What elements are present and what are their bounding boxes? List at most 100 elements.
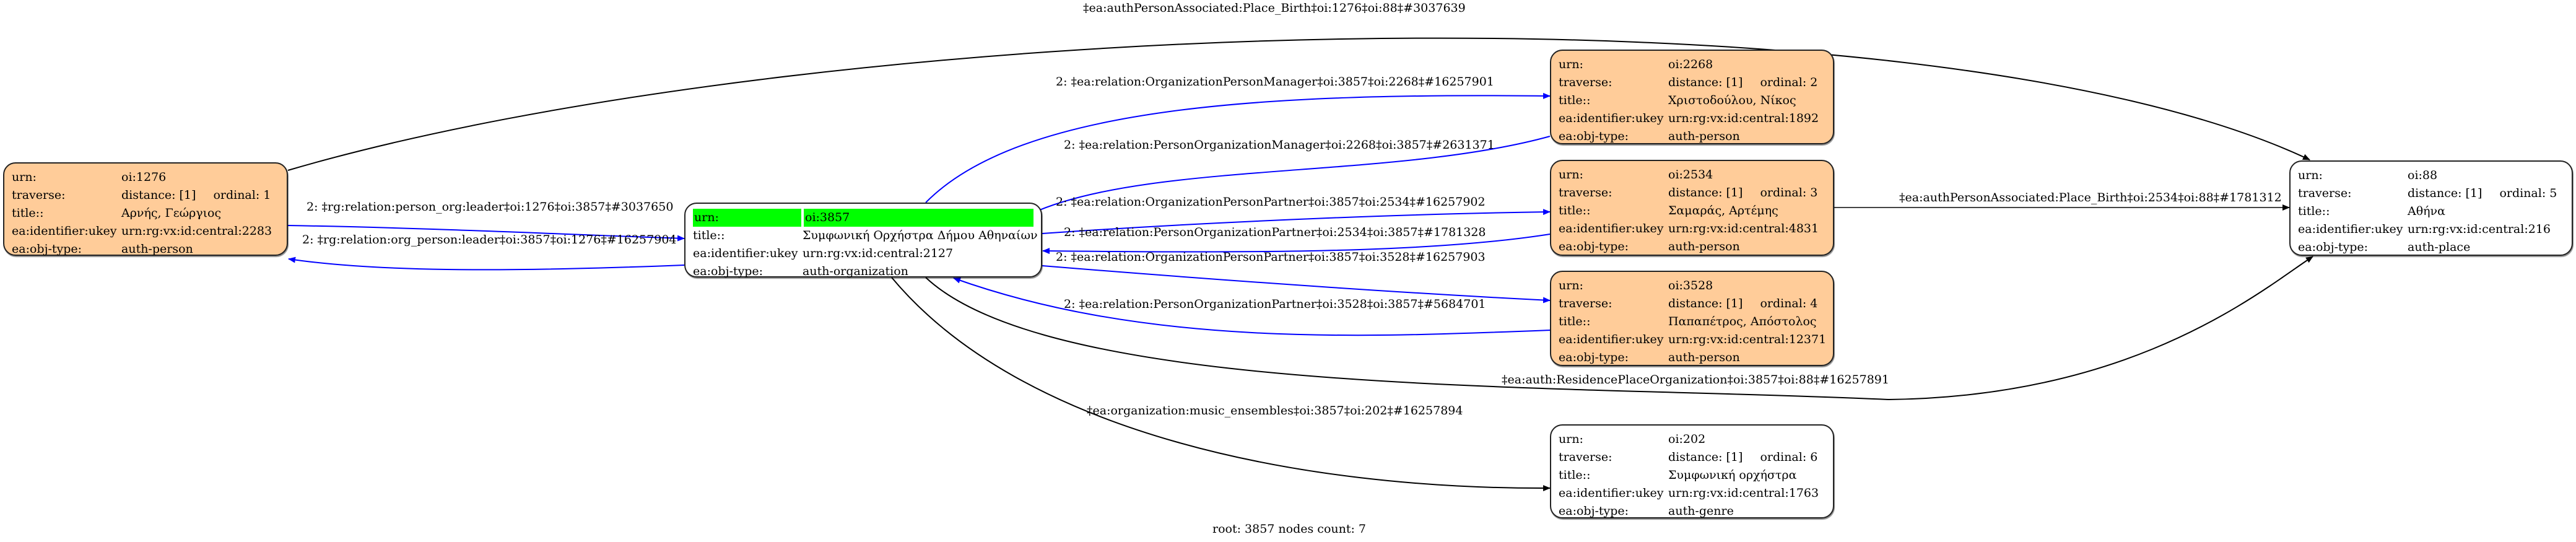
node-oi-3528[interactable]: urn:oi:3528 traverse:distance: [1]ordina…: [1550, 271, 1834, 366]
urn-value: oi:1276: [121, 170, 167, 184]
row-title: title::Αρνής, Γεώργιος: [12, 204, 279, 222]
title-value: Χριστοδούλου, Νίκος: [1668, 94, 1796, 107]
row-obj-type: ea:obj-type:auth-person: [1559, 349, 1825, 367]
edge-label-1276-to-88: ‡ea:authPersonAssociated:Place_Birth‡oi:…: [1083, 1, 1466, 15]
edge-1276-to-3857-leader[interactable]: [287, 225, 685, 242]
row-obj-type: ea:obj-type:auth-place: [2298, 238, 2564, 256]
node-oi-2534[interactable]: urn: oi:2534 traverse: distance: [1] ordina…: [1550, 160, 1834, 256]
ordinal-value: ordinal: 6: [1760, 450, 1818, 464]
ukey-label: ea:identifier:ukey: [2298, 222, 2403, 236]
ukey-value: urn:rg:vx:id:central:216: [2408, 222, 2551, 236]
distance-value: distance: [1]: [1668, 450, 1743, 464]
urn-label: urn:: [1559, 168, 1583, 181]
row-ukey: ea:identifier:ukey urn:rg:vx:id:central:2…: [693, 245, 1033, 263]
traverse-label: traverse:: [1559, 450, 1612, 464]
distance-value: distance: [1]: [121, 188, 196, 202]
traverse-label: traverse:: [12, 188, 66, 202]
obj-type-value: auth-place: [2408, 240, 2471, 254]
edge-2534-to-3857-partner[interactable]: [1042, 234, 1551, 255]
urn-label: urn:: [2298, 168, 2323, 182]
edge-label-3857-to-202: ‡ea:organization:music_ensembles‡oi:3857…: [1087, 404, 1463, 417]
ukey-value: urn:rg:vx:id:central:2283: [121, 224, 272, 238]
title-label: title::: [2298, 204, 2330, 218]
title-value: Συμφωνική Ορχήστρα Δήμου Αθηναίων: [803, 229, 1038, 242]
row-urn: urn:oi:3528: [1559, 277, 1825, 295]
edge-1276-to-88-birthplace[interactable]: [287, 37, 2310, 171]
row-title: title::Συμφωνική ορχήστρα: [1559, 466, 1825, 484]
ordinal-value: ordinal: 4: [1760, 297, 1818, 310]
obj-type-value: auth-person: [121, 242, 193, 256]
edge-3857-to-3528-partner[interactable]: [1042, 265, 1551, 304]
ukey-label: ea:identifier:ukey: [693, 247, 798, 260]
title-value: Αθήνα: [2408, 204, 2445, 218]
ukey-value: urn:rg:vx:id:central:1892: [1668, 111, 1819, 125]
edge-label-3857-to-1276: 2: ‡rg:relation:org_person:leader‡oi:385…: [302, 233, 677, 247]
row-urn: urn: oi:88: [2298, 167, 2564, 185]
edge-3857-to-88-residence[interactable]: [925, 256, 2313, 401]
ukey-value: urn:rg:vx:id:central:1763: [1668, 486, 1819, 500]
traverse-label: traverse:: [1559, 186, 1612, 199]
edge-2268-to-3857-manager[interactable]: [1030, 136, 1551, 214]
ordinal-value: ordinal: 2: [1760, 76, 1818, 89]
urn-label: urn:: [1559, 432, 1583, 446]
ordinal-value: ordinal: 5: [2499, 186, 2557, 200]
urn-value: oi:2268: [1668, 58, 1713, 71]
obj-type-value: auth-person: [1668, 351, 1740, 364]
graph-footer-root-count: root: 3857 nodes count: 7: [1212, 522, 1367, 536]
row-urn: urn: oi:2534: [1559, 166, 1825, 184]
obj-type-label: ea:obj-type:: [12, 242, 82, 256]
obj-type-label: ea:obj-type:: [1559, 129, 1629, 143]
title-value: Αρνής, Γεώργιος: [121, 206, 222, 220]
edge-label-1276-to-3857: 2: ‡rg:relation:person_org:leader‡oi:127…: [307, 200, 673, 214]
edge-label-2268-to-3857: 2: ‡ea:relation:PersonOrganizationManage…: [1064, 138, 1495, 152]
title-value: Παπαπέτρος, Απόστολος: [1668, 315, 1817, 328]
ukey-value: urn:rg:vx:id:central:4831: [1668, 222, 1819, 235]
row-traverse: traverse:distance: [1]ordinal: 4: [1559, 295, 1825, 313]
node-oi-2268[interactable]: urn:oi:2268 traverse:distance: [1]ordina…: [1550, 50, 1834, 144]
row-title: title::Συμφωνική Ορχήστρα Δήμου Αθηναίων: [693, 227, 1038, 245]
row-urn: urn:oi:2268: [1559, 56, 1825, 74]
urn-label: urn:: [12, 170, 37, 184]
obj-type-label: ea:obj-type:: [693, 264, 764, 278]
urn-value: oi:2534: [1668, 168, 1713, 181]
urn-value: oi:88: [2408, 168, 2438, 182]
edge-3857-to-202-ensembles[interactable]: [891, 277, 1551, 492]
edge-3857-to-2268-manager[interactable]: [925, 92, 1551, 203]
edge-label-3857-to-88: ‡ea:auth:ResidencePlaceOrganization‡oi:3…: [1502, 373, 1889, 387]
title-value: Συμφωνική ορχήστρα: [1668, 468, 1797, 482]
node-oi-88[interactable]: urn: oi:88 traverse: distance: [1] ordinal:…: [2289, 160, 2573, 256]
node-oi-3857-root[interactable]: urn:oi:3857 title::Συμφωνική Ορχήστρα Δή…: [684, 203, 1042, 278]
edge-label-3528-to-3857: 2: ‡ea:relation:PersonOrganizationPartne…: [1064, 297, 1486, 311]
title-value: Σαμαράς, Αρτέμης: [1668, 204, 1778, 217]
obj-type-value: auth-person: [1668, 129, 1740, 143]
node-oi-202[interactable]: urn: oi:202 traverse: distance: [1] ordinal…: [1550, 424, 1834, 518]
row-title: title::Παπαπέτρος, Απόστολος: [1559, 313, 1825, 331]
row-urn: urn: oi:202: [1559, 431, 1825, 448]
row-obj-type: ea:obj-type:auth-person: [1559, 238, 1825, 256]
ukey-value: urn:rg:vx:id:central:2127: [803, 247, 954, 260]
ordinal-value: ordinal: 3: [1760, 186, 1818, 199]
obj-type-value: auth-organization: [803, 264, 908, 278]
traverse-label: traverse:: [2298, 186, 2352, 200]
urn-value: oi:202: [1668, 432, 1706, 446]
obj-type-value: auth-genre: [1668, 504, 1734, 518]
node-oi-1276[interactable]: urn:oi:1276 traverse:distance: [1]ordina…: [3, 162, 288, 256]
edge-3528-to-3857-partner[interactable]: [953, 277, 1551, 336]
distance-value: distance: [1]: [2408, 186, 2482, 200]
traverse-label: traverse:: [1559, 297, 1612, 310]
obj-type-label: ea:obj-type:: [1559, 504, 1629, 518]
row-obj-type: ea:obj-type: auth-genre: [1559, 502, 1825, 520]
distance-value: distance: [1]: [1668, 76, 1743, 89]
edge-3857-to-1276-leader[interactable]: [288, 256, 685, 271]
row-ukey: ea:identifier:ukey urn:rg:vx:id:central:2…: [2298, 221, 2564, 238]
row-obj-type: ea:obj-type: auth-person: [1559, 128, 1825, 146]
distance-value: distance: [1]: [1668, 186, 1743, 199]
edge-3857-to-2534-partner[interactable]: [1042, 209, 1551, 234]
title-label: title::: [12, 206, 44, 220]
row-traverse: traverse:distance: [1]ordinal: 1: [12, 186, 279, 204]
row-urn: urn:oi:3857: [693, 209, 1033, 227]
